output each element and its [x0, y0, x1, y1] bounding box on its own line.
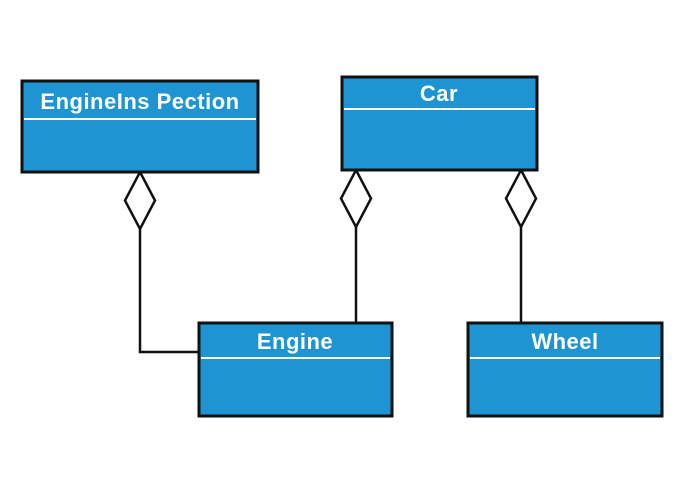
aggregation-diamond-icon [339, 167, 373, 230]
aggregation-diamond-icon [504, 167, 538, 230]
class-box-wheel: Wheel [466, 321, 664, 418]
class-rect-engineinspection [20, 79, 260, 174]
class-rect-engine [197, 321, 394, 418]
class-box-car: Car [340, 75, 539, 172]
class-box-engine: Engine [197, 321, 394, 418]
aggregation-diamond-icon [123, 169, 157, 232]
class-box-engineinspection: EngineIns Pection [20, 79, 260, 174]
connector-engineinspection-engine [138, 229, 199, 354]
class-rect-car [340, 75, 539, 172]
class-rect-wheel [466, 321, 664, 418]
class-title-engineinspection: EngineIns Pection [40, 89, 239, 114]
class-title-car: Car [420, 81, 458, 106]
class-title-engine: Engine [257, 329, 333, 354]
class-title-wheel: Wheel [531, 329, 598, 354]
